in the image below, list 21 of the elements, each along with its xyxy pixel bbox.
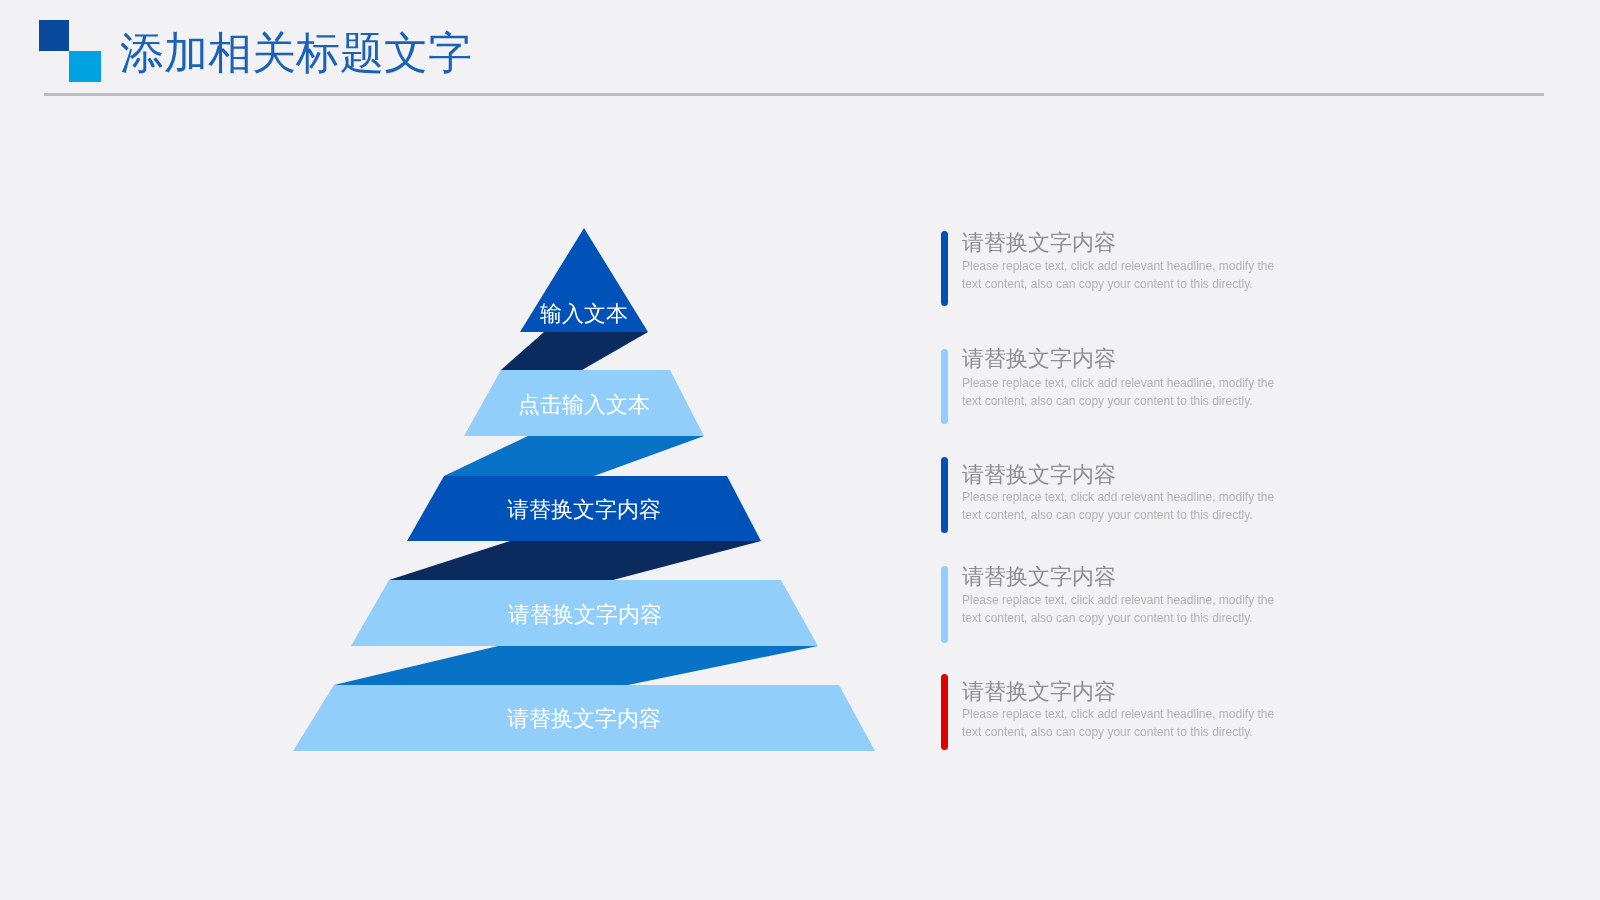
tier-label: 请替换文字内容 xyxy=(507,602,662,628)
item-heading: 请替换文字内容 xyxy=(962,679,1116,705)
tier-label: 输入文本 xyxy=(540,301,628,327)
pyramid-tier xyxy=(464,370,704,436)
item-heading: 请替换文字内容 xyxy=(962,564,1116,590)
tier-label: 点击输入文本 xyxy=(518,392,650,418)
item-description: Please replace text, click add relevant headline, modify the text content, also can copy your content to this directly. xyxy=(962,489,1276,524)
item-description: Please replace text, click add relevant headline, modify the text content, also can copy your content to this directly. xyxy=(962,375,1276,410)
item-heading: 请替换文字内容 xyxy=(962,346,1116,372)
item-description: Please replace text, click add relevant headline, modify the text content, also can copy your content to this directly. xyxy=(962,706,1276,741)
pyramid-tier xyxy=(407,476,761,541)
tier-label: 请替换文字内容 xyxy=(507,706,661,732)
item-heading: 请替换文字内容 xyxy=(962,462,1116,488)
item-description: Please replace text, click add relevant headline, modify the text content, also can copy your content to this directly. xyxy=(962,258,1276,293)
tier-label: 请替换文字内容 xyxy=(507,497,661,523)
page-title: 添加相关标题文字 xyxy=(120,27,472,79)
pyramid-top xyxy=(520,228,648,332)
pyramid-tier xyxy=(351,580,818,646)
item-heading: 请替换文字内容 xyxy=(962,230,1116,256)
item-description: Please replace text, click add relevant headline, modify the text content, also can copy your content to this directly. xyxy=(962,592,1276,627)
pyramid-tier xyxy=(293,685,875,751)
